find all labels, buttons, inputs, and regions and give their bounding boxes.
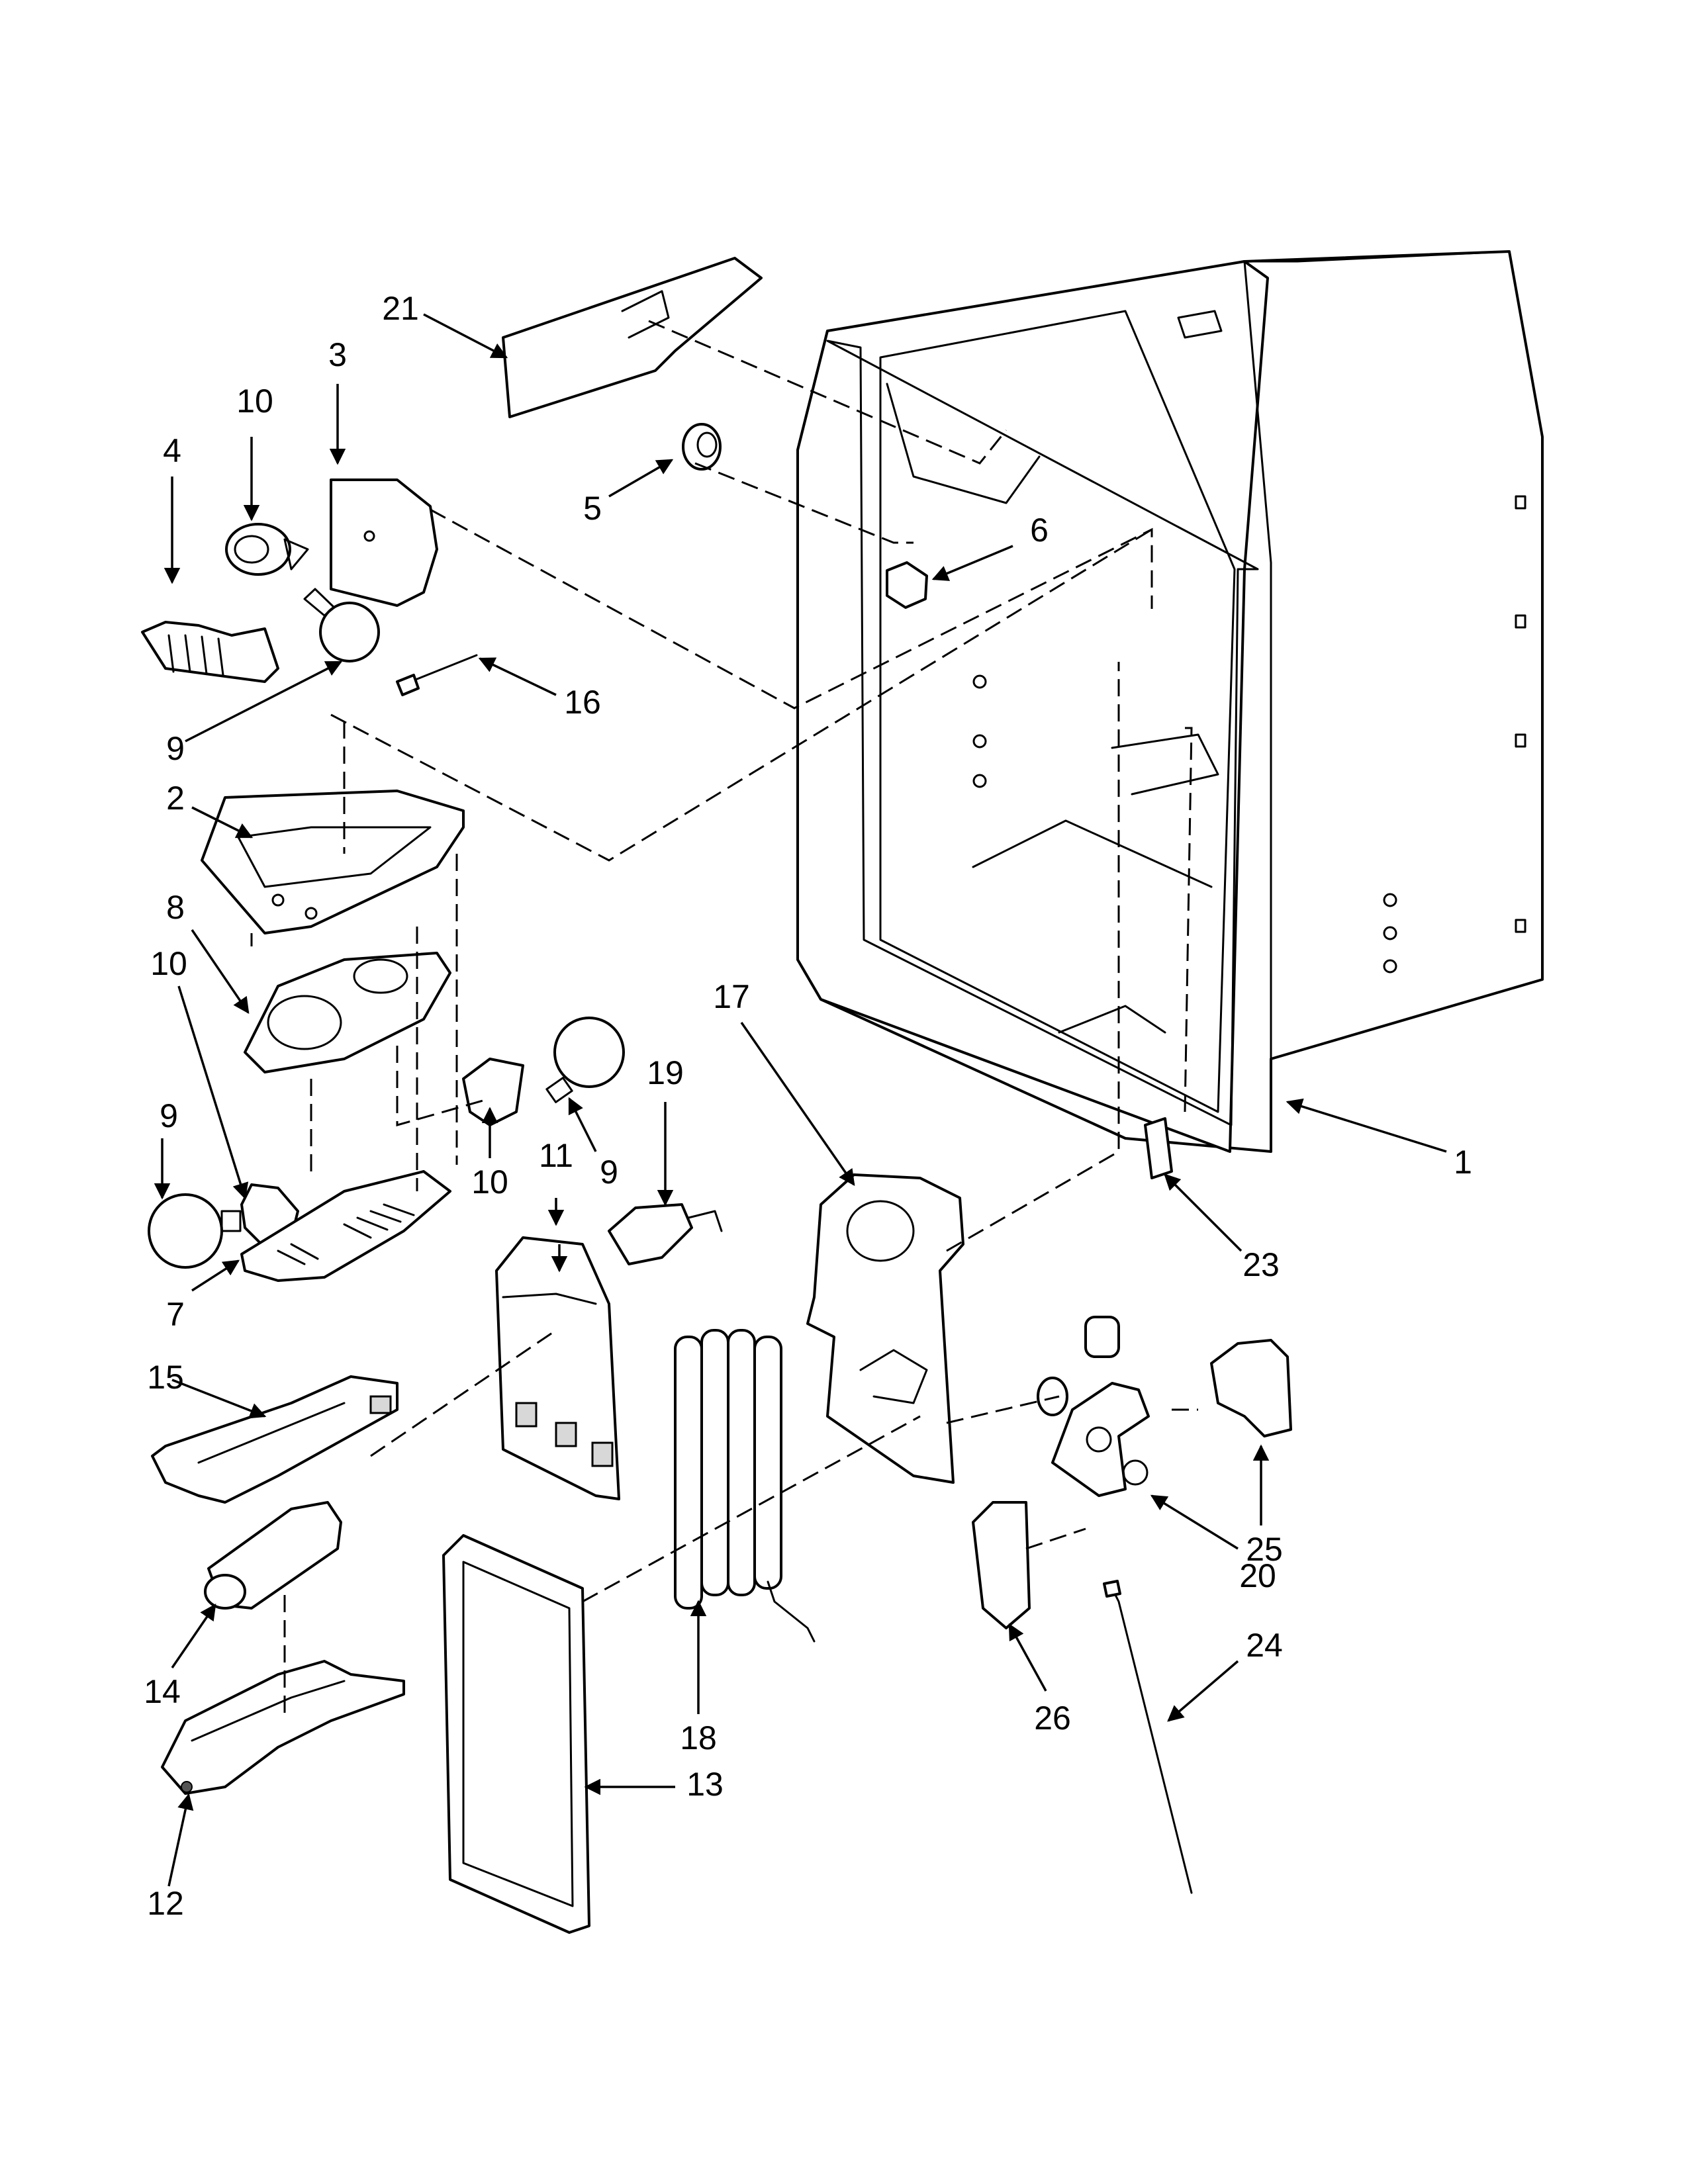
callout-16: 16 [564,684,601,721]
part-25-bracket [1210,1339,1292,1437]
part-23-switch-clip [1144,1117,1173,1179]
part-3-plate [330,478,438,607]
callout-15: 15 [147,1359,184,1396]
part-10-socket-mid [462,1058,524,1126]
callout-10-mid: 10 [471,1163,508,1201]
callout-23: 23 [1243,1246,1280,1283]
callout-9-left: 9 [160,1097,178,1134]
callout-12: 12 [147,1885,184,1922]
part-24-tube [1103,1580,1193,1894]
callout-4: 4 [163,432,181,469]
part-9-bulb-top [303,588,380,662]
part-12-filter-cover [161,1660,405,1795]
callout-8: 8 [166,889,185,926]
callout-2: 2 [166,780,185,817]
part-8-lens [244,952,451,1073]
callout-17: 17 [713,978,750,1015]
callout-25: 25 [1246,1531,1283,1568]
part-2-housing [201,790,465,934]
callout-19: 19 [647,1054,684,1091]
callout-labels: 1 2 3 4 5 6 7 8 9 10 11 12 13 14 15 16 1… [144,290,1472,1922]
callout-9-top: 9 [166,730,185,767]
part-17-bracket [806,1173,964,1484]
part-9-bulb-left [148,1193,242,1269]
part-9-bulb-right [545,1017,625,1103]
part-20-water-valve [1037,1316,1150,1497]
callout-3: 3 [328,336,347,373]
part-26-bracket [972,1501,1031,1629]
part-5-knob [682,423,722,471]
callout-14: 14 [144,1673,181,1710]
callout-6: 6 [1030,512,1049,549]
part-7-lamp-cover [240,1170,451,1282]
part-13-trim-panel [442,1534,590,1934]
callout-11: 11 [539,1137,573,1174]
callout-24: 24 [1246,1627,1283,1664]
part-15-filter-housing [151,1375,399,1504]
callout-18: 18 [680,1719,717,1756]
part-14-water-filter [204,1501,342,1610]
callout-10-left: 10 [150,945,187,982]
callout-7: 7 [166,1296,185,1333]
callout-1: 1 [1454,1144,1472,1181]
callout-26: 26 [1034,1700,1071,1737]
callout-9-right: 9 [600,1154,618,1191]
part-19-actuator [608,1203,723,1265]
callout-13: 13 [686,1766,724,1803]
callout-21: 21 [382,290,419,327]
assembly-lines [250,320,1198,1721]
callout-20: 20 [1239,1557,1276,1594]
callout-5: 5 [583,490,602,527]
part-1-liner-cabinet [796,250,1544,1153]
callout-10-top: 10 [236,383,273,420]
part-21-deflector [502,257,763,418]
part-11-chute-housing [495,1236,620,1500]
part-6-switch [886,561,928,609]
part-10-socket-top [225,523,309,576]
part-16-sensor [396,654,478,696]
part-4-light-shield [141,621,279,683]
leader-lines [154,313,1447,1887]
